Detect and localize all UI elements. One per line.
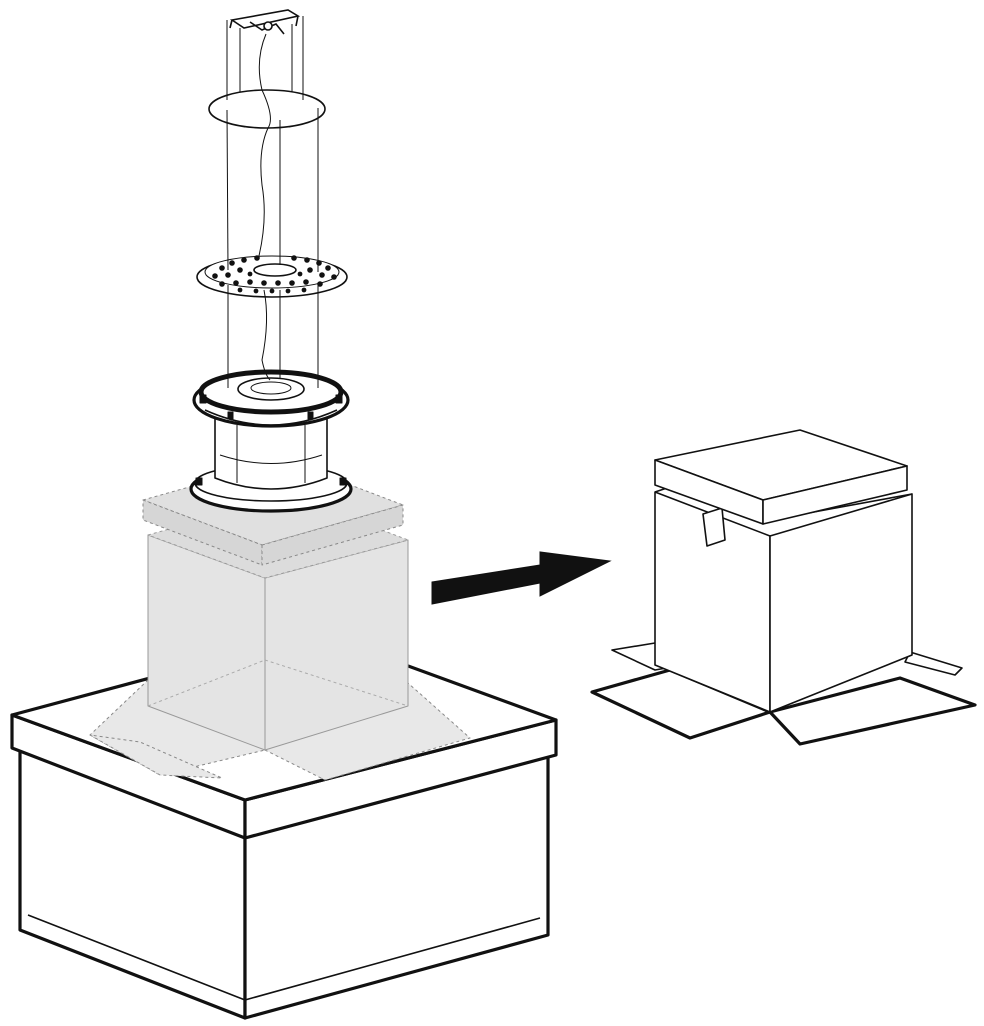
right-arrow-icon: [431, 551, 612, 605]
ghost-box: [142, 459, 409, 751]
small-box: [590, 429, 977, 746]
fan-motor-icon: [189, 369, 353, 513]
perforated-plate-icon: [196, 255, 348, 298]
small-box-flap-right: [768, 676, 977, 746]
small-box-right-face: [769, 493, 913, 713]
guide-lines: [226, 16, 319, 388]
ceiling-bracket-icon: [229, 9, 301, 35]
ceiling-plate-icon: [208, 89, 326, 129]
